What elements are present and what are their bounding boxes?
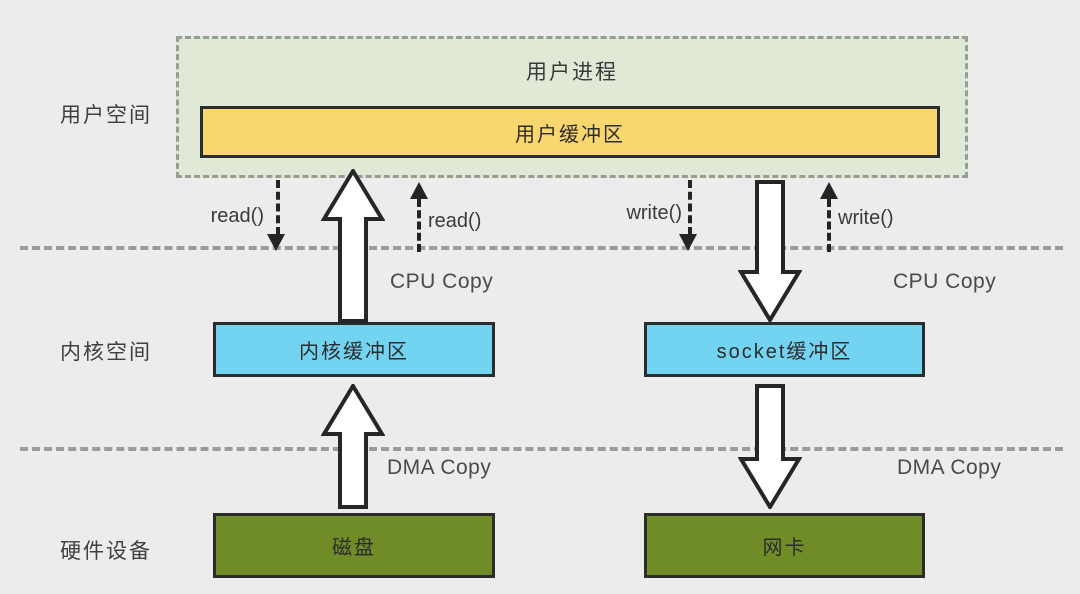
read-up-label: read(): [428, 210, 482, 232]
socket-buffer-label: socket缓冲区: [716, 341, 853, 363]
read-down-arrowhead-icon: [267, 234, 285, 251]
cpu-copy-left-label: CPU Copy: [390, 270, 494, 293]
kernel-buffer-box: 内核缓冲区: [213, 322, 495, 377]
dma-copy-up-arrow-icon: [321, 384, 385, 509]
cpu-copy-right-label: CPU Copy: [893, 270, 997, 293]
write-up-label: write(): [838, 207, 894, 229]
write-down-label: write(): [626, 202, 682, 224]
kernel-buffer-label: 内核缓冲区: [299, 341, 409, 363]
nic-label: 网卡: [762, 537, 807, 559]
socket-buffer-box: socket缓冲区: [644, 322, 925, 377]
dma-copy-right-label: DMA Copy: [897, 456, 1002, 479]
read-up-arrowhead-icon: [410, 182, 428, 199]
disk-label: 磁盘: [332, 537, 376, 559]
hardware-label: 硬件设备: [60, 540, 152, 563]
user-buffer-label: 用户缓冲区: [515, 123, 625, 146]
user-process-title: 用户进程: [526, 61, 618, 84]
read-down-label: read(): [210, 205, 264, 227]
user-space-label: 用户空间: [60, 104, 152, 127]
dma-copy-down-arrow-icon: [738, 384, 802, 509]
kernel-hardware-boundary-line: [20, 447, 1063, 451]
user-buffer-box: 用户缓冲区: [200, 106, 940, 158]
write-up-arrowhead-icon: [820, 182, 838, 199]
nic-box: 网卡: [644, 513, 925, 578]
disk-box: 磁盘: [213, 513, 495, 578]
user-kernel-boundary-line: [20, 246, 1063, 250]
write-up-arrow-stem: [827, 199, 831, 252]
cpu-copy-down-arrow-icon: [738, 180, 802, 322]
read-down-arrow-stem: [276, 180, 280, 235]
write-down-arrowhead-icon: [679, 234, 697, 251]
write-down-arrow-stem: [688, 180, 692, 235]
cpu-copy-up-arrow-icon: [321, 169, 385, 323]
dma-copy-left-label: DMA Copy: [387, 456, 492, 479]
read-up-arrow-stem: [417, 199, 421, 252]
kernel-space-label: 内核空间: [60, 341, 152, 364]
